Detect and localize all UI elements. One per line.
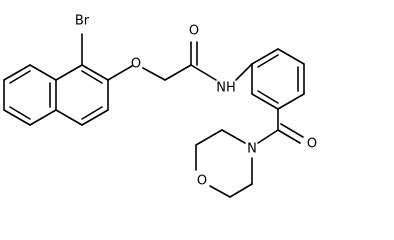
amide-nitrogen-label: NH [216,81,236,96]
double-bond-inner [81,70,103,84]
morpholine-nitrogen-label: N [247,142,257,157]
bond [209,185,231,198]
bond [3,64,31,81]
morpholine-ring [195,129,253,198]
molecule-structure-diagram: Br O O NH O N O [3,14,317,198]
bond [55,109,83,126]
benzene-ring [251,48,305,110]
bond-ch2-carbonyl [164,64,192,81]
double-bond-inner [257,90,279,104]
bond [277,93,305,110]
double-bond-inner [9,106,31,120]
bond-ketone-c-o-double [280,123,304,138]
bond [55,64,83,81]
bond [277,48,305,65]
amide-oxygen-label: O [189,24,199,39]
bond-ketone-c-o [277,129,301,144]
bond [251,93,279,110]
double-bond-inner [81,106,103,120]
bromine-atom-label: Br [75,14,90,29]
bond-n-aryl [235,63,253,81]
bond [81,109,109,126]
bond [3,109,31,126]
naphthalene-ring-left [3,64,57,126]
ketone-oxygen-label: O [307,137,317,152]
bond [29,109,57,126]
bond-c-o-ether [107,65,133,81]
naphthalene-ring-right [55,64,109,126]
double-bond-inner [257,54,279,68]
bond [81,64,109,81]
bond [221,129,246,144]
bond [251,48,279,65]
bond [29,64,57,81]
bond [229,183,253,198]
ether-oxygen-label: O [131,57,141,72]
morpholine-oxygen-label: O [197,174,207,189]
double-bond-inner [9,70,31,84]
bond [195,129,223,146]
bond-carbonyl-n [190,64,217,81]
bond-o-ch2 [142,67,166,81]
bond-carbonyl-n-morpholine [257,129,279,144]
